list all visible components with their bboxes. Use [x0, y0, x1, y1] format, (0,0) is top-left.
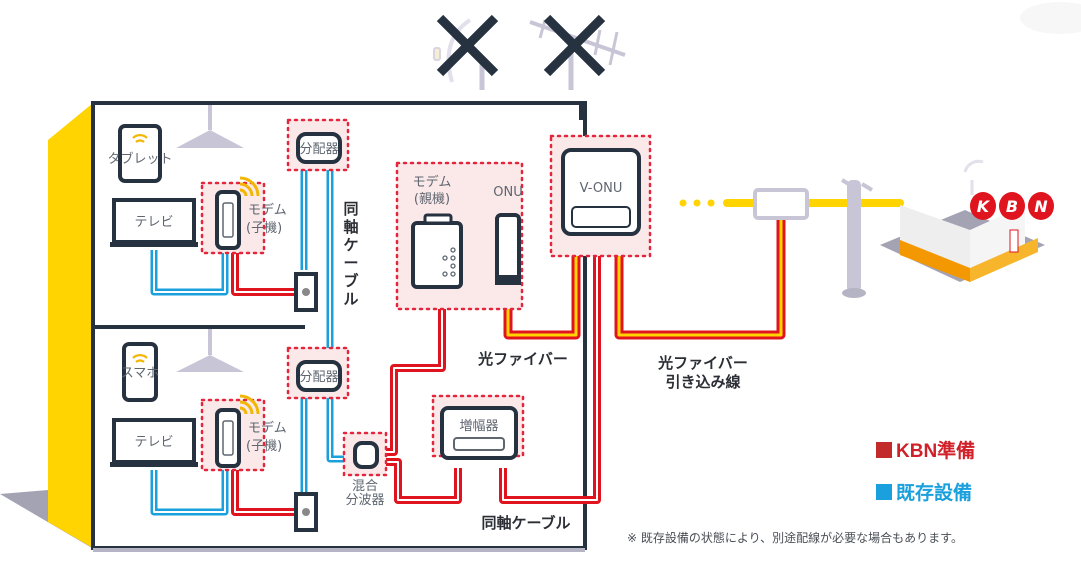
- modem-child-label: モデム: [248, 202, 287, 218]
- vertical-coax-char: ブ: [343, 272, 358, 290]
- wifi-icon: [132, 354, 148, 363]
- vertical-coax-char: ー: [343, 254, 358, 272]
- v-onu-label: V-ONU: [580, 181, 623, 196]
- legend-kbn-label: KBN準備: [896, 441, 976, 462]
- footnote: ※ 既存設備の状態により、別途配線が必要な場合もあります。: [627, 531, 963, 545]
- kbn-coax-cables: [231, 240, 601, 516]
- dropline-sublabel: 引き込み線: [665, 373, 740, 391]
- tablet-device[interactable]: タブレット: [107, 124, 173, 183]
- fiber-label: 光ファイバー: [477, 350, 568, 368]
- wifi-icon: [239, 176, 260, 197]
- vertical-coax-char: ル: [343, 290, 358, 308]
- modem-child-sublabel: (子機): [246, 221, 282, 236]
- vertical-coax-char: ケ: [343, 236, 358, 254]
- kbn-logo-circle: [970, 192, 996, 220]
- splitter-label: 分配器: [299, 142, 338, 157]
- amplifier-label: 増幅器: [459, 419, 498, 434]
- fiber-closure-icon: [753, 188, 809, 220]
- coax-bottom-label: 同軸ケーブル: [481, 514, 570, 532]
- vertical-coax-char: 軸: [343, 218, 358, 236]
- legend-existing-label: 既存設備: [896, 483, 973, 504]
- mixer-device[interactable]: 混合 分波器: [345, 441, 385, 508]
- kbn-logo-letter: K: [977, 197, 991, 216]
- splitter-upper[interactable]: 分配器: [296, 132, 342, 164]
- tablet-label: タブレット: [107, 151, 172, 167]
- splitter-lower[interactable]: 分配器: [296, 360, 342, 392]
- kbn-building-icon: [880, 159, 1045, 282]
- wifi-icon: [239, 394, 260, 415]
- onu-device[interactable]: ONU: [493, 185, 523, 285]
- modem-parent-device[interactable]: モデム (親機): [411, 174, 463, 289]
- ceiling-lamp-icon: [176, 329, 244, 372]
- modem-parent-label: モデム: [413, 174, 452, 190]
- wall-outlet: [294, 492, 318, 532]
- cross-mark-icon: [543, 14, 606, 77]
- cloud: [1020, 2, 1081, 34]
- cross-mark-icon: [436, 14, 499, 77]
- smartphone-label: スマホ: [121, 366, 160, 381]
- v-onu-device[interactable]: V-ONU: [561, 104, 641, 236]
- mixer-label: 混合: [352, 479, 378, 494]
- vertical-coax-label: 同軸ケーブル: [343, 200, 358, 308]
- legend-existing: 既存設備: [876, 478, 972, 505]
- mixer-sublabel: 分波器: [345, 493, 384, 508]
- modem-child-sublabel: (子機): [246, 439, 282, 454]
- wifi-icon: [132, 134, 148, 143]
- smartphone-device[interactable]: スマホ: [121, 342, 160, 402]
- house-yellow-wall: [48, 103, 93, 548]
- legend-kbn-swatch: [876, 442, 892, 458]
- yagi-antenna-icon: [529, 19, 626, 90]
- kbn-logo-circle: [1028, 192, 1054, 220]
- utility-pole-icon: [840, 178, 874, 298]
- ceiling-lamp-icon: [176, 105, 244, 148]
- amplifier-device[interactable]: 増幅器: [440, 406, 518, 460]
- kbn-logo-circle: [999, 192, 1025, 220]
- modem-child-device[interactable]: モデム (子機): [215, 176, 287, 250]
- legend-existing-swatch: [876, 484, 892, 500]
- modem-child-label: モデム: [248, 420, 287, 436]
- tv-label: テレビ: [134, 215, 173, 230]
- dropline-label: 光ファイバー: [657, 354, 748, 372]
- modem-child-device[interactable]: モデム (子機): [215, 394, 287, 468]
- kbn-logo-letter: N: [1034, 197, 1048, 216]
- tv-device[interactable]: テレビ: [110, 198, 198, 247]
- wall-outlet: [294, 272, 318, 312]
- onu-label: ONU: [493, 185, 522, 200]
- tv-device[interactable]: テレビ: [110, 418, 198, 467]
- splitter-label: 分配器: [299, 370, 338, 385]
- kbn-logo-letter: B: [1006, 197, 1018, 216]
- modem-parent-sublabel: (親機): [414, 192, 450, 207]
- tv-label: テレビ: [134, 435, 173, 450]
- vertical-coax-char: 同: [343, 200, 358, 218]
- legend-kbn: KBN準備: [876, 436, 975, 463]
